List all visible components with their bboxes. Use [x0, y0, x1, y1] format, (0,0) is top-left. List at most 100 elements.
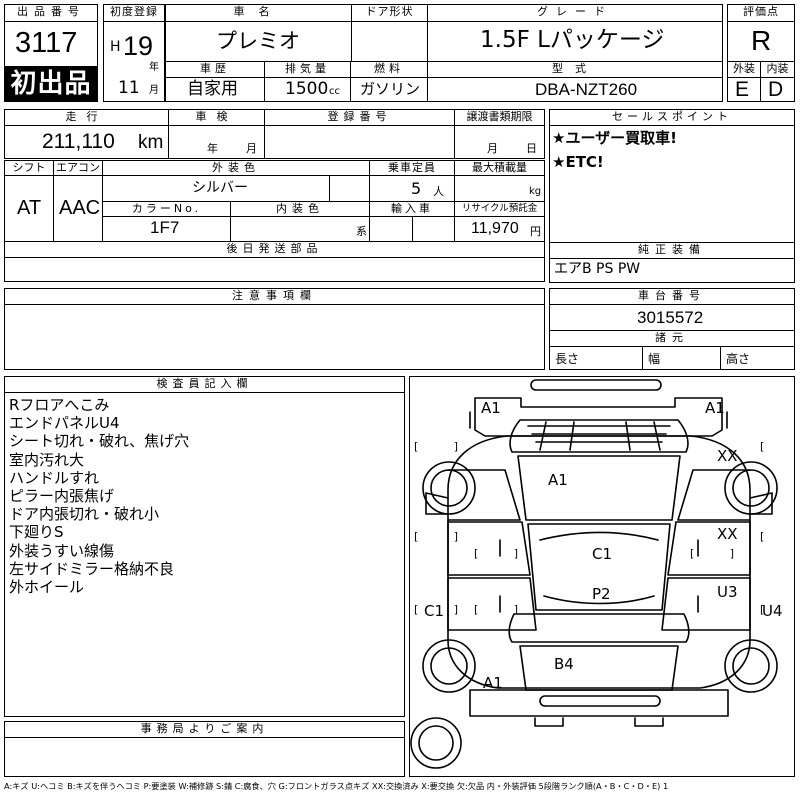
- damage-mark-hood: A1: [548, 471, 568, 489]
- interior-label: 内装: [760, 61, 795, 78]
- interior-grade: D: [768, 78, 784, 101]
- front-left-fender: [447, 469, 521, 521]
- front-left-wheel: [422, 461, 476, 515]
- damage-mark-front-left-corner: A1: [481, 399, 501, 417]
- damage-mark-front-right-fender: XX: [717, 447, 738, 465]
- selling-points-label: セールスポイント: [549, 109, 795, 126]
- import-label: 輸入車: [369, 201, 455, 217]
- mileage: 211,110: [42, 130, 115, 153]
- damage-mark-rear-left-corner: A1: [483, 674, 503, 692]
- damage-mark-roof: C1: [592, 545, 613, 563]
- history: 自家用: [187, 79, 238, 99]
- equipment: エアB PS PW: [554, 261, 641, 277]
- rear-right-wheel: [724, 639, 778, 693]
- model-cell: [427, 77, 723, 102]
- interior-color-unit: 系: [356, 225, 367, 238]
- fuel-cell: [350, 77, 428, 102]
- later-parts-cell: [4, 257, 545, 282]
- rear-window: [508, 613, 690, 643]
- year-unit: 年: [149, 62, 159, 73]
- document-day-unit: 日: [526, 142, 537, 155]
- displacement-cell: [264, 77, 351, 102]
- shift: AT: [17, 197, 42, 219]
- inspector-note: ハンドルすれ: [9, 468, 100, 487]
- registration-month: 11: [118, 78, 140, 98]
- grade: 1.5F Lパッケージ: [480, 27, 665, 53]
- car-diagram-frame: [409, 376, 795, 777]
- fuel: ガソリン: [360, 80, 421, 98]
- front-left-door: [447, 521, 531, 576]
- history-cell: [165, 77, 265, 102]
- equipment-cell: [549, 258, 795, 283]
- recycle-fee-cell: [454, 216, 545, 242]
- shift-label: シフト: [4, 160, 54, 176]
- width-cell: [642, 346, 721, 370]
- exterior-color: シルバー: [192, 180, 248, 196]
- roof: [527, 523, 671, 611]
- selling-point: ★ETC!: [552, 153, 604, 171]
- bracket-marker-side-left: [ ]: [414, 530, 475, 543]
- inspector-notes-list: Rフロアへこみ エンドパネルU4 シート切れ・破れ、焦げ穴 室内汚れ大 ハンドル…: [9, 396, 189, 596]
- import-cell-left: [369, 216, 413, 242]
- door-shape-cell: [351, 21, 428, 62]
- front-right-fender: [677, 469, 751, 521]
- length-cell: [549, 346, 643, 370]
- height-label: 高さ: [726, 352, 751, 366]
- rear-left-door: [447, 577, 537, 631]
- plate-number-cell: [264, 125, 455, 159]
- interior-cell: [760, 77, 795, 102]
- inspector-note: 室内汚れ大: [9, 450, 85, 469]
- bracket-marker-center-right: [ ]: [690, 547, 751, 560]
- document-deadline-cell: [454, 125, 545, 159]
- spare-wheel: [410, 717, 462, 769]
- bracket-marker-center-left: [ ]: [474, 547, 535, 560]
- front-right-wheel: [724, 461, 778, 515]
- damage-mark-trunk: B4: [554, 655, 574, 673]
- inspector-note: 左サイドミラー格納不良: [9, 559, 175, 578]
- width-label: 幅: [648, 352, 661, 366]
- max-load-unit: kg: [529, 186, 542, 197]
- inspector-note: ピラー内張焦げ: [9, 487, 115, 506]
- score: R: [751, 25, 772, 56]
- bracket-marker-rear-right: [ ]: [760, 603, 800, 616]
- inspector-note: Rフロアへこみ: [9, 396, 110, 414]
- capacity-label: 乗車定員: [369, 160, 455, 176]
- bracket-marker-center-left-lower: [ ]: [474, 603, 535, 616]
- rear-bumper: [469, 689, 729, 717]
- color-number-label: カラーNo.: [102, 201, 231, 217]
- height-cell: [720, 346, 795, 370]
- capacity-unit: 人: [433, 185, 444, 198]
- max-load-label: 最大積載量: [454, 160, 545, 176]
- rear-left-wheel: [422, 639, 476, 693]
- recycle-fee: 11,970: [471, 220, 519, 237]
- office-notice-label: 事務局よりご案内: [4, 721, 405, 738]
- damage-mark-rear-right-door: U3: [717, 583, 738, 601]
- air-conditioner: AAC: [59, 197, 101, 219]
- car-name: プレミオ: [216, 29, 300, 53]
- selling-point: ★ユーザー買取車!: [552, 129, 677, 147]
- inspection-year-unit: 年: [207, 142, 218, 155]
- exterior-grade: E: [735, 78, 750, 101]
- inspector-note: 外装うすい線傷: [9, 541, 115, 560]
- mileage-cell: [4, 125, 169, 159]
- caution-cell: [4, 304, 545, 370]
- legend-text: A:キズ U:ヘコミ B:キズを伴うヘコミ P:要塗装 W:補修跡 S:錆 C:…: [4, 781, 669, 791]
- grade-label: グレード: [427, 4, 723, 22]
- bracket-marker-rear-left: [ ]: [414, 603, 475, 616]
- damage-mark-roof-rear: P2: [592, 585, 611, 603]
- damage-mark-front-right-corner: A1: [705, 399, 725, 417]
- ac-cell: [53, 175, 103, 242]
- damage-mark-rear-right-fender: U4: [762, 602, 783, 620]
- selling-points-cell: [549, 125, 795, 243]
- length-label: 長さ: [555, 352, 580, 366]
- rear-right-door: [661, 577, 751, 631]
- model: DBA-NZT260: [535, 80, 638, 99]
- document-deadline-label: 譲渡書類期限: [454, 109, 545, 126]
- ac-label: エアコン: [53, 160, 103, 176]
- interior-color-label: 内装色: [230, 201, 370, 217]
- front-right-door: [667, 521, 751, 576]
- displacement: 1500: [285, 79, 329, 99]
- roof-arc-front: [539, 531, 659, 541]
- lot-number: 3117: [15, 27, 78, 59]
- color-number: 1F7: [150, 218, 180, 237]
